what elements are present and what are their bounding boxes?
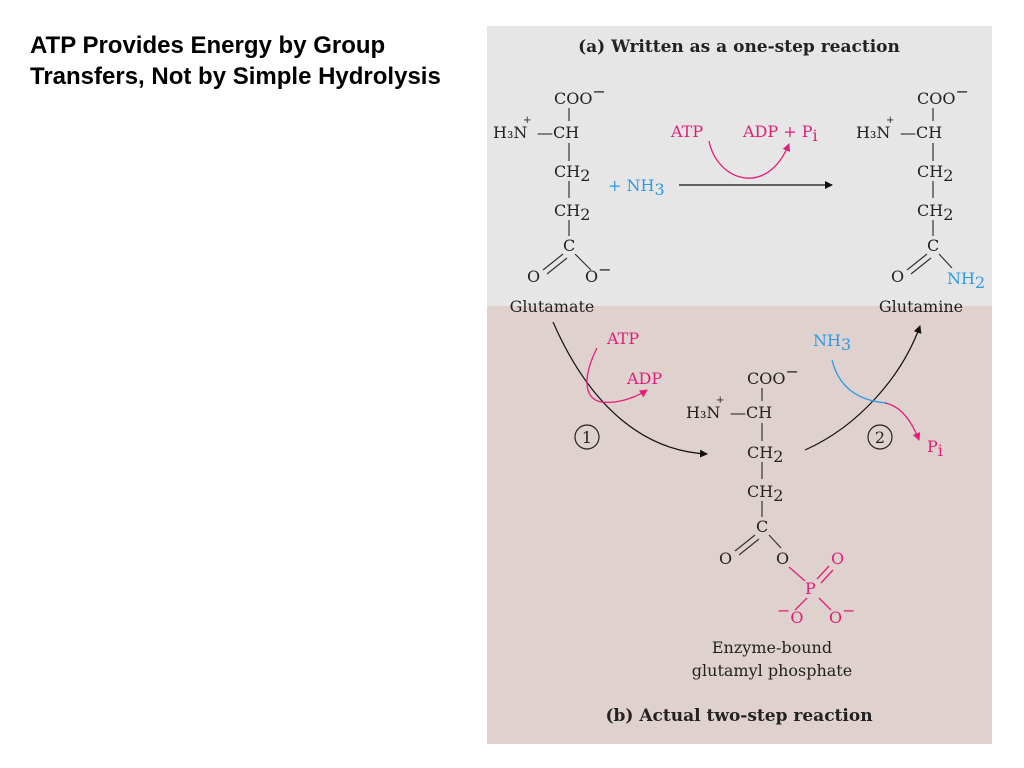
glutamine-structure: COO− H₃N + —CH CH2 CH2 C O NH2 Glutamine [856, 82, 985, 316]
glutamine-carbon: C [927, 236, 939, 255]
glutamate-oxygen-double: O [527, 267, 540, 286]
panel-b-heading: (b) Actual two-step reaction [605, 706, 872, 726]
slide-title: ATP Provides Energy by Group Transfers, … [30, 30, 480, 92]
adp-label-b: ADP [626, 369, 662, 388]
glutamine-amino: H₃N [856, 123, 890, 142]
glutamate-ch2-2: CH2 [554, 201, 590, 224]
intermediate-label-line-2: glutamyl phosphate [692, 661, 852, 680]
step2-arrow [804, 325, 922, 451]
intermediate-oxygen-double: O [719, 549, 732, 568]
glutamine-ch2-2: CH2 [917, 201, 953, 224]
panel-a-heading: (a) Written as a one-step reaction [578, 37, 900, 57]
glutamate-coo: COO− [554, 82, 606, 108]
phosphorus: P [805, 579, 816, 598]
glutamate-label: Glutamate [510, 297, 595, 316]
intermediate-amino: H₃N [686, 403, 720, 422]
glutamate-oxygen-minus: O− [585, 260, 612, 286]
step2-nh3-curve [831, 359, 888, 404]
reaction-figure: (a) Written as a one-step reaction COO− … [487, 26, 992, 744]
glutamine-ch2-1: CH2 [917, 162, 953, 185]
nh3-label-b: NH3 [813, 331, 851, 354]
atp-to-adp-curve [708, 140, 791, 179]
step2-circle [867, 424, 893, 450]
intermediate-bridge-oxygen: O [776, 549, 789, 568]
phosphate-oxygen-left: −O [777, 601, 804, 627]
phosphate-oxygen-double: O [831, 549, 844, 568]
glutamate-amino-charge: + [523, 115, 531, 126]
glutamyl-phosphate-structure: COO− H₃N + —CH CH2 CH2 C O O P O −O O [686, 362, 856, 680]
panel-a-background [487, 26, 992, 306]
atp-label-a: ATP [670, 122, 703, 141]
glutamine-amide-nh2: NH2 [947, 269, 985, 292]
step1-circle [574, 424, 600, 450]
intermediate-alpha-ch: —CH [730, 403, 772, 422]
slide-title-line-2: Transfers, Not by Simple Hydrolysis [30, 63, 441, 90]
glutamate-structure: COO− H₃N + —CH CH2 CH2 C O O− Glutamate [493, 82, 612, 316]
step1-label: 1 [582, 428, 592, 447]
step2-pi-curve [884, 402, 921, 441]
adp-pi-label-a: ADP + Pi [742, 122, 818, 145]
intermediate-carbon: C [756, 517, 768, 536]
panel-b-background [487, 306, 992, 744]
glutamine-oxygen-double: O [891, 267, 904, 286]
glutamate-amino: H₃N [493, 123, 527, 142]
intermediate-coo: COO− [747, 362, 799, 388]
glutamine-label: Glutamine [879, 297, 963, 316]
glutamine-coo: COO− [917, 82, 969, 108]
intermediate-label-line-1: Enzyme-bound [712, 638, 832, 657]
glutamine-amino-charge: + [886, 115, 894, 126]
intermediate-ch2-2: CH2 [747, 482, 783, 505]
glutamate-carbon: C [563, 236, 575, 255]
glutamate-ch2-1: CH2 [554, 162, 590, 185]
ammonia-reactant: + NH3 [608, 176, 665, 199]
intermediate-amino-charge: + [716, 395, 724, 406]
step1-arrow [552, 321, 708, 458]
step1-atp-curve [586, 347, 648, 404]
atp-label-b: ATP [606, 329, 639, 348]
step2-label: 2 [875, 428, 885, 447]
glutamine-alpha-ch: —CH [900, 123, 942, 142]
pi-label-b: Pi [927, 437, 943, 460]
phosphate-oxygen-right: O− [829, 601, 856, 627]
glutamate-alpha-ch: —CH [537, 123, 579, 142]
reaction-diagram: (a) Written as a one-step reaction COO− … [493, 37, 985, 726]
slide-title-line-1: ATP Provides Energy by Group [30, 32, 386, 59]
intermediate-ch2-1: CH2 [747, 443, 783, 466]
